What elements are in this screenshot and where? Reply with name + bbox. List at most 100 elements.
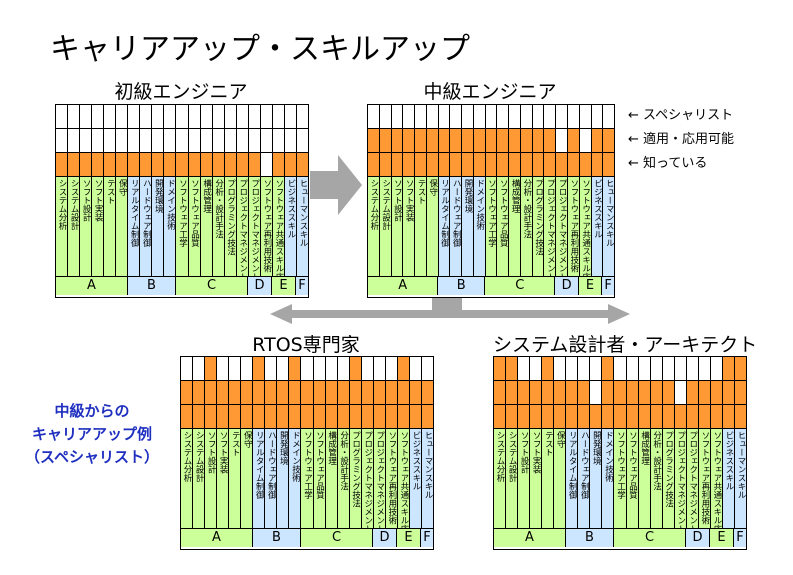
level-cell-empty: [421, 357, 433, 380]
page-title: キャリアアップ・スキルアップ: [50, 32, 470, 67]
level-cell-filled: [554, 381, 567, 404]
level-cell-filled: [566, 405, 579, 428]
level-cell-empty: [80, 129, 93, 152]
skill-label: 分析・設計手法: [213, 179, 224, 239]
level-cell-empty: [164, 105, 177, 128]
level-row-3: [368, 153, 615, 177]
category-d: D: [373, 529, 397, 547]
career-note-line-1: 中級からの: [54, 402, 130, 420]
level-cell-empty: [626, 357, 639, 380]
level-cell-filled: [662, 381, 675, 404]
level-cell-filled: [506, 357, 519, 380]
level-cell-empty: [272, 105, 285, 128]
level-cell-empty: [68, 129, 81, 152]
skill-label: 分析・設計手法: [521, 179, 532, 239]
level-cell-empty: [301, 357, 314, 380]
level-cell-filled: [265, 405, 278, 428]
level-cell-empty: [373, 357, 386, 380]
skill-label: プロジェクトマネジメント導入: [675, 431, 686, 528]
grid-heading-rtos: RTOS専門家: [252, 334, 360, 356]
level-cell-empty: [152, 105, 165, 128]
skill-label: 開発環境: [463, 179, 473, 213]
skill-label: ヒューマンスキル: [604, 179, 615, 247]
skill-column: システム設計: [193, 429, 206, 528]
level-cell-empty: [379, 105, 392, 128]
level-cell-filled: [497, 129, 510, 152]
level-cell-filled: [578, 381, 591, 404]
level-cell-empty: [248, 129, 261, 152]
level-cell-empty: [224, 105, 237, 128]
level-cell-empty: [176, 105, 189, 128]
skill-column: プログラミング技法: [662, 429, 675, 528]
skill-column: ヒューマンスキル: [734, 429, 746, 528]
skill-column: ソフトウェア共通スキル応用: [272, 177, 285, 276]
level-cell-empty: [438, 105, 451, 128]
skill-label: テスト: [105, 179, 116, 205]
level-cell-empty: [614, 357, 627, 380]
level-cell-filled: [710, 405, 723, 428]
level-cell-filled: [373, 405, 386, 428]
level-cell-filled: [368, 153, 380, 176]
skill-label: ハードウェア制御: [141, 179, 152, 247]
skill-label: システム設計: [507, 431, 518, 482]
skill-label: ドメイン技術: [603, 431, 614, 482]
skill-column: システム設計: [506, 429, 519, 528]
level-cell-filled: [277, 405, 290, 428]
level-cell-filled: [241, 381, 254, 404]
skill-label: プログラミング技法: [350, 431, 361, 508]
level-cell-empty: [116, 129, 129, 152]
level-cell-empty: [260, 105, 273, 128]
level-cell-empty: [485, 105, 498, 128]
level-cell-empty: [579, 105, 592, 128]
skill-column: システム分析: [368, 177, 380, 276]
skill-column: テスト: [104, 177, 117, 276]
level-cell-filled: [409, 381, 422, 404]
category-c: C: [485, 277, 556, 295]
skill-label: リアルタイム制御: [254, 431, 265, 499]
level-cell-filled: [409, 405, 422, 428]
level-cell-empty: [361, 357, 374, 380]
level-row-1: [181, 357, 433, 381]
skill-label: システム分析: [182, 431, 193, 482]
level-cell-filled: [591, 153, 604, 176]
skill-grid-architect: システム分析システム設計ソフト設計ソフト実装テスト保守リアルタイム制御ハードウェ…: [493, 356, 747, 550]
level-cell-empty: [140, 105, 153, 128]
level-cell-filled: [686, 405, 699, 428]
skill-label: リアルタイム制御: [567, 431, 578, 499]
skill-label: プログラミング技法: [225, 179, 236, 256]
level-cell-filled: [674, 405, 687, 428]
level-cell-filled: [200, 153, 213, 176]
skill-label: 分析・設計手法: [338, 431, 349, 491]
skill-label: ヒューマンスキル: [735, 431, 746, 499]
level-cell-filled: [224, 153, 237, 176]
level-cell-filled: [349, 381, 362, 404]
level-cell-filled: [566, 381, 579, 404]
skill-label: ソフトウェア工学: [302, 431, 313, 499]
skill-label-row: システム分析システム設計ソフト設計ソフト実装テスト保守リアルタイム制御ハードウェ…: [56, 177, 308, 277]
level-cell-filled: [349, 405, 362, 428]
level-cell-empty: [236, 105, 249, 128]
skill-column: リアルタイム制御: [566, 429, 579, 528]
skill-column: ソフトウェア工学: [301, 429, 314, 528]
level-cell-empty: [217, 357, 230, 380]
skill-label: プロジェクトマネジメント技法: [557, 179, 568, 276]
category-f: F: [602, 277, 614, 295]
level-cell-empty: [450, 105, 463, 128]
level-cell-filled: [415, 153, 427, 176]
level-cell-filled: [391, 129, 404, 152]
skill-label: ソフトウェア工学: [486, 179, 497, 247]
skill-column: 構成管理: [325, 429, 338, 528]
level-cell-filled: [176, 153, 189, 176]
level-cell-filled: [462, 153, 474, 176]
skill-label: ソフト実装: [404, 179, 415, 222]
level-row-2: [494, 381, 746, 405]
level-cell-filled: [591, 129, 604, 152]
category-a: A: [368, 277, 439, 295]
level-cell-filled: [248, 153, 261, 176]
level-cell-filled: [626, 381, 639, 404]
level-cell-filled: [734, 381, 746, 404]
level-cell-empty: [638, 357, 651, 380]
level-cell-filled: [325, 381, 338, 404]
skill-label-row: システム分析システム設計ソフト設計ソフト実装テスト保守リアルタイム制御ハードウェ…: [368, 177, 615, 277]
